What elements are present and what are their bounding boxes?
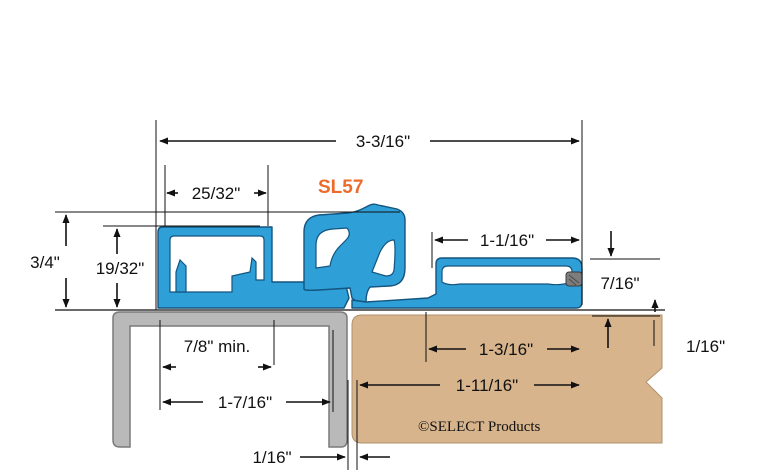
overall-height-label: 3/4": [30, 253, 60, 272]
extension-lines: [55, 120, 660, 470]
door-reveal-label: 1/16": [686, 337, 725, 356]
hinge-cutouts: [169, 227, 573, 293]
channel-height-label: 19/32": [96, 259, 145, 278]
door-overlap-label: 1-11/16": [456, 376, 518, 395]
right-leaf-width-label: 1-1/16": [480, 231, 534, 250]
frame-rabbet-label: 7/8" min.: [184, 337, 251, 356]
channel-width-label: 25/32": [192, 184, 241, 203]
copyright-label: ©SELECT Products: [418, 419, 541, 435]
overall-width-label: 3-3/16": [356, 132, 410, 151]
door-frame: [112, 311, 348, 448]
model-label: SL57: [318, 177, 363, 198]
dimension-arrows: [62, 137, 659, 461]
right-leaf-height-label: 7/16": [600, 274, 639, 293]
door-inset-label: 1-3/16": [479, 340, 533, 359]
screw-detail: [565, 271, 583, 287]
frame-offset-label: 1-7/16": [218, 393, 272, 412]
gap-bottom-label: 1/16": [252, 448, 291, 467]
